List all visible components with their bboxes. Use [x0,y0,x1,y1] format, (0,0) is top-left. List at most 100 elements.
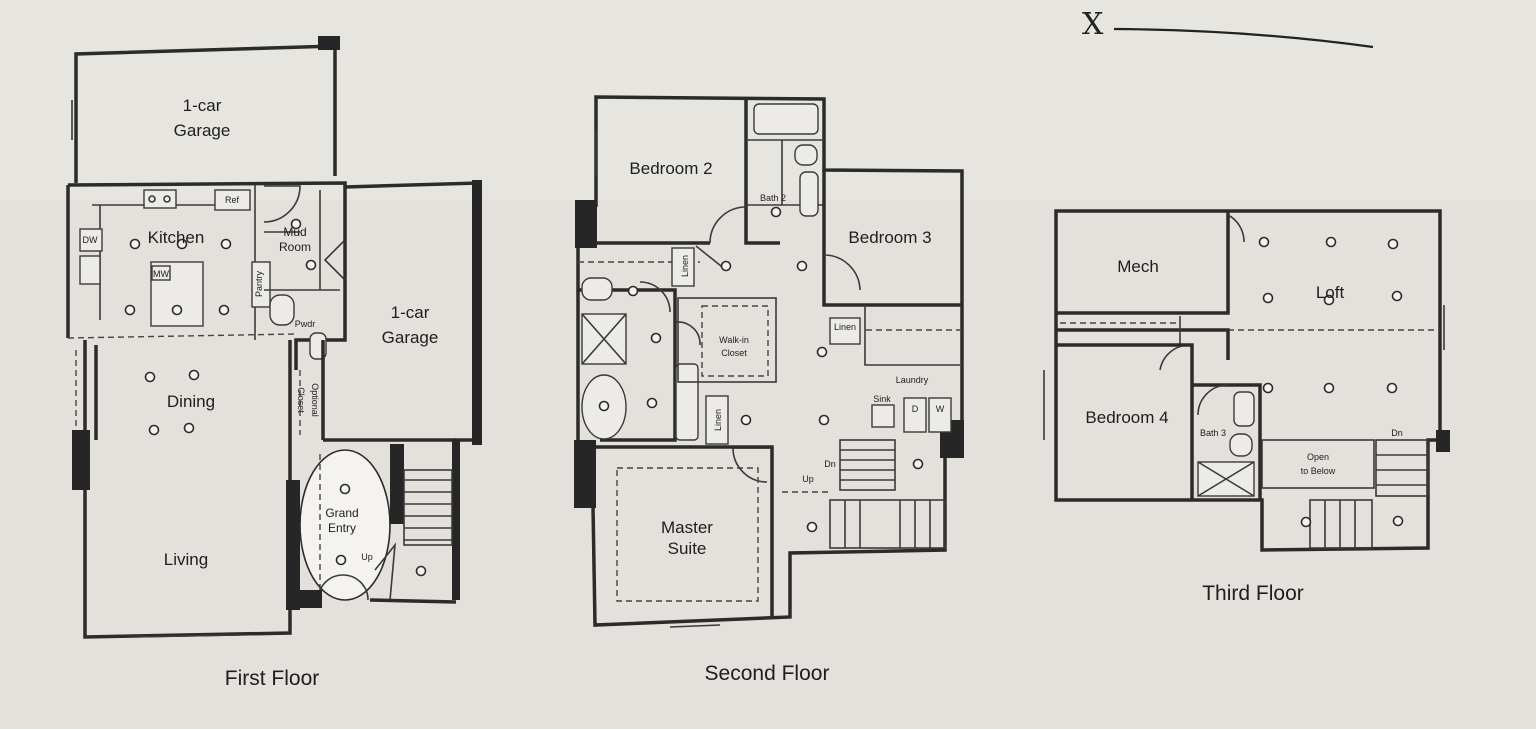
ceiling-light-icon [720,260,732,272]
pantry-icon [251,261,271,308]
second-floor-outer-walls [576,95,964,627]
room-label-bath-2: Bath 2 [760,193,786,203]
fixture-label-washer: W [936,404,945,414]
ceiling-light-icon [770,206,782,218]
wall-thick [390,444,404,524]
door-swing-icon [639,281,671,313]
door-swing-icon [323,239,346,281]
door-swing-icon [263,185,301,223]
wall-thick [452,440,460,600]
room-label-garage-right: 1-car [391,303,430,322]
linen-closet-icon [829,317,861,345]
fixture-label-ref: Ref [225,195,240,205]
room-label-bath-3: Bath 3 [1200,428,1226,438]
ceiling-light-icon [818,414,830,426]
sink-icon [79,255,101,285]
room-label-grand-entry: Entry [328,521,356,535]
wall-thick [72,430,90,490]
room-label-bedroom-2: Bedroom 2 [629,159,712,178]
dishwasher-icon [79,228,103,252]
ceiling-light-icon [129,238,141,250]
master-bath-walls [578,288,677,442]
room-label-linen: Linen [680,255,690,277]
toilet-icon [581,277,613,301]
room-label-linen: Linen [713,409,723,431]
floor-title-first: First Floor [225,667,320,690]
closet-shelving-dashed [701,305,769,377]
fixture-label-dryer: D [912,404,919,414]
cooktop-icon [143,189,177,209]
ceiling-lights [598,206,924,533]
ceiling-light-icon [912,458,924,470]
fixture-label-mw: MW [153,269,169,279]
room-label-laundry: Laundry [896,375,929,385]
door-swing-icon [1227,214,1245,243]
ceiling-light-icon [646,397,658,409]
ceiling-light-icon [740,414,752,426]
third-floor-plan: Mech Loft Bedroom 4 Bath 3 Open to Below… [1043,209,1450,605]
signature-mark: X [1082,7,1104,42]
open-to-below-area [1261,439,1375,489]
ceiling-light-icon [144,371,156,383]
toilet-icon [269,294,295,326]
bedroom2-walls [596,99,780,245]
room-label-garage-right: Garage [382,328,439,347]
ceiling-light-icon [1325,236,1337,248]
ceiling-light-icon [220,238,232,250]
bathtub-icon [753,103,819,135]
linen-closet-icon [671,247,695,287]
kitchen-block-walls [67,181,347,370]
ceiling-light-icon [148,424,160,436]
walk-in-closet-walls [677,297,777,383]
room-label-walk-in-closet: Closet [721,348,747,358]
fixture-label-dw: DW [83,235,98,245]
ceiling-light-icon [171,304,183,316]
stair-label-up: Up [802,474,814,484]
ceiling-light-icon [796,260,808,272]
hall-walls [1056,328,1230,360]
ceiling-light-icon [339,483,351,495]
ceiling-light-icon [627,285,639,297]
room-label-optional-closet: Optional [310,383,320,417]
bath3-walls [1192,383,1262,500]
ceiling-light-icon [290,218,302,230]
signature-area: X [1082,7,1374,49]
ceiling-lights [1258,236,1404,528]
room-label-bedroom-4: Bedroom 4 [1085,408,1168,427]
ceiling-light-icon [218,304,230,316]
room-label-powder: Pwdr [295,319,316,329]
ceiling-light-icon [1258,236,1270,248]
utility-sink-icon [871,404,895,428]
door-swing-icon [1197,384,1229,416]
room-label-mud-room: Mud [283,225,306,239]
ceiling-light-icon [1387,238,1399,250]
refrigerator-icon [214,189,251,211]
room-label-optional-closet: Closet [296,387,306,413]
first-floor-plan: 1-car Garage Kitchen Mud Room Pantry Pwd… [66,36,482,690]
toilet-icon [794,144,818,166]
room-label-master-suite: Suite [668,539,707,558]
room-label-master-suite: Master [661,518,713,537]
room-label-dining: Dining [167,392,215,411]
entry-south-wall [369,598,457,604]
dryer-icon [903,397,927,433]
linen-closet-icon [705,395,729,445]
ceiling-light-icon [650,332,662,344]
ceiling-light-icon [415,565,427,577]
ceiling-light-icon [188,369,200,381]
stairs-icon [374,469,453,601]
mech-walls [1056,211,1230,315]
ceiling-lights [124,218,427,577]
ceiling-light-icon [598,400,610,412]
toilet-icon [1229,433,1253,457]
room-label-kitchen: Kitchen [148,228,205,247]
room-label-walk-in-closet: Walk-in [719,335,749,345]
room-label-mech: Mech [1117,257,1159,276]
ceiling-light-icon [1262,382,1274,394]
vanity-icon [675,363,699,441]
ceiling-light-icon [1386,382,1398,394]
tray-ceiling-dashed [616,467,759,602]
ceiling-light-icon [1392,515,1404,527]
bedroom4-walls [1056,343,1194,500]
window [669,624,721,628]
